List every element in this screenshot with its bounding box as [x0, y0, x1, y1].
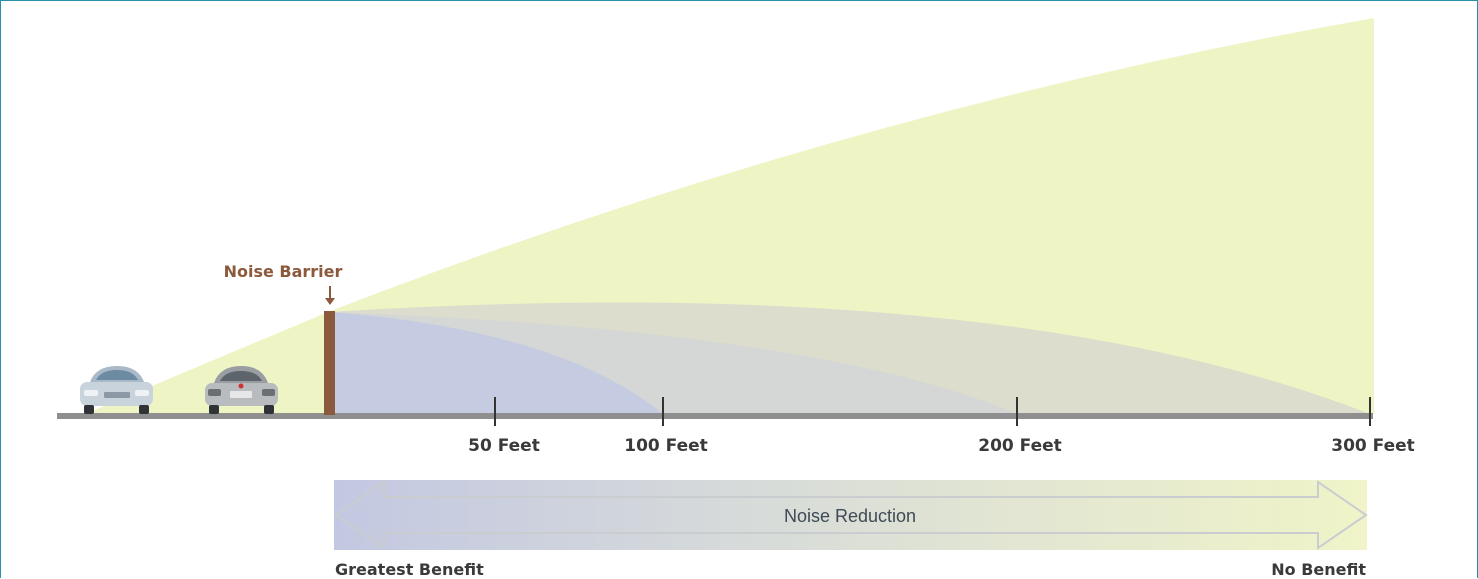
greatest-benefit-label: Greatest Benefit	[335, 560, 484, 579]
label-100ft: 100 Feet	[624, 436, 708, 456]
label-50ft: 50 Feet	[468, 436, 540, 456]
car-icon	[205, 366, 278, 414]
road	[57, 413, 1373, 419]
noise-barrier	[324, 311, 335, 415]
double-arrow-icon	[334, 480, 1368, 550]
label-200ft: 200 Feet	[978, 436, 1062, 456]
noise-reduction-label: Noise Reduction	[784, 506, 916, 526]
down-arrow-icon	[325, 286, 335, 305]
noise-barrier-label: Noise Barrier	[224, 262, 343, 281]
shadow-zone-100ft	[330, 312, 663, 414]
no-benefit-label: No Benefit	[1271, 560, 1366, 579]
label-300ft: 300 Feet	[1331, 436, 1415, 456]
noise-reduction-band	[334, 480, 1367, 550]
car-icon	[80, 366, 153, 414]
